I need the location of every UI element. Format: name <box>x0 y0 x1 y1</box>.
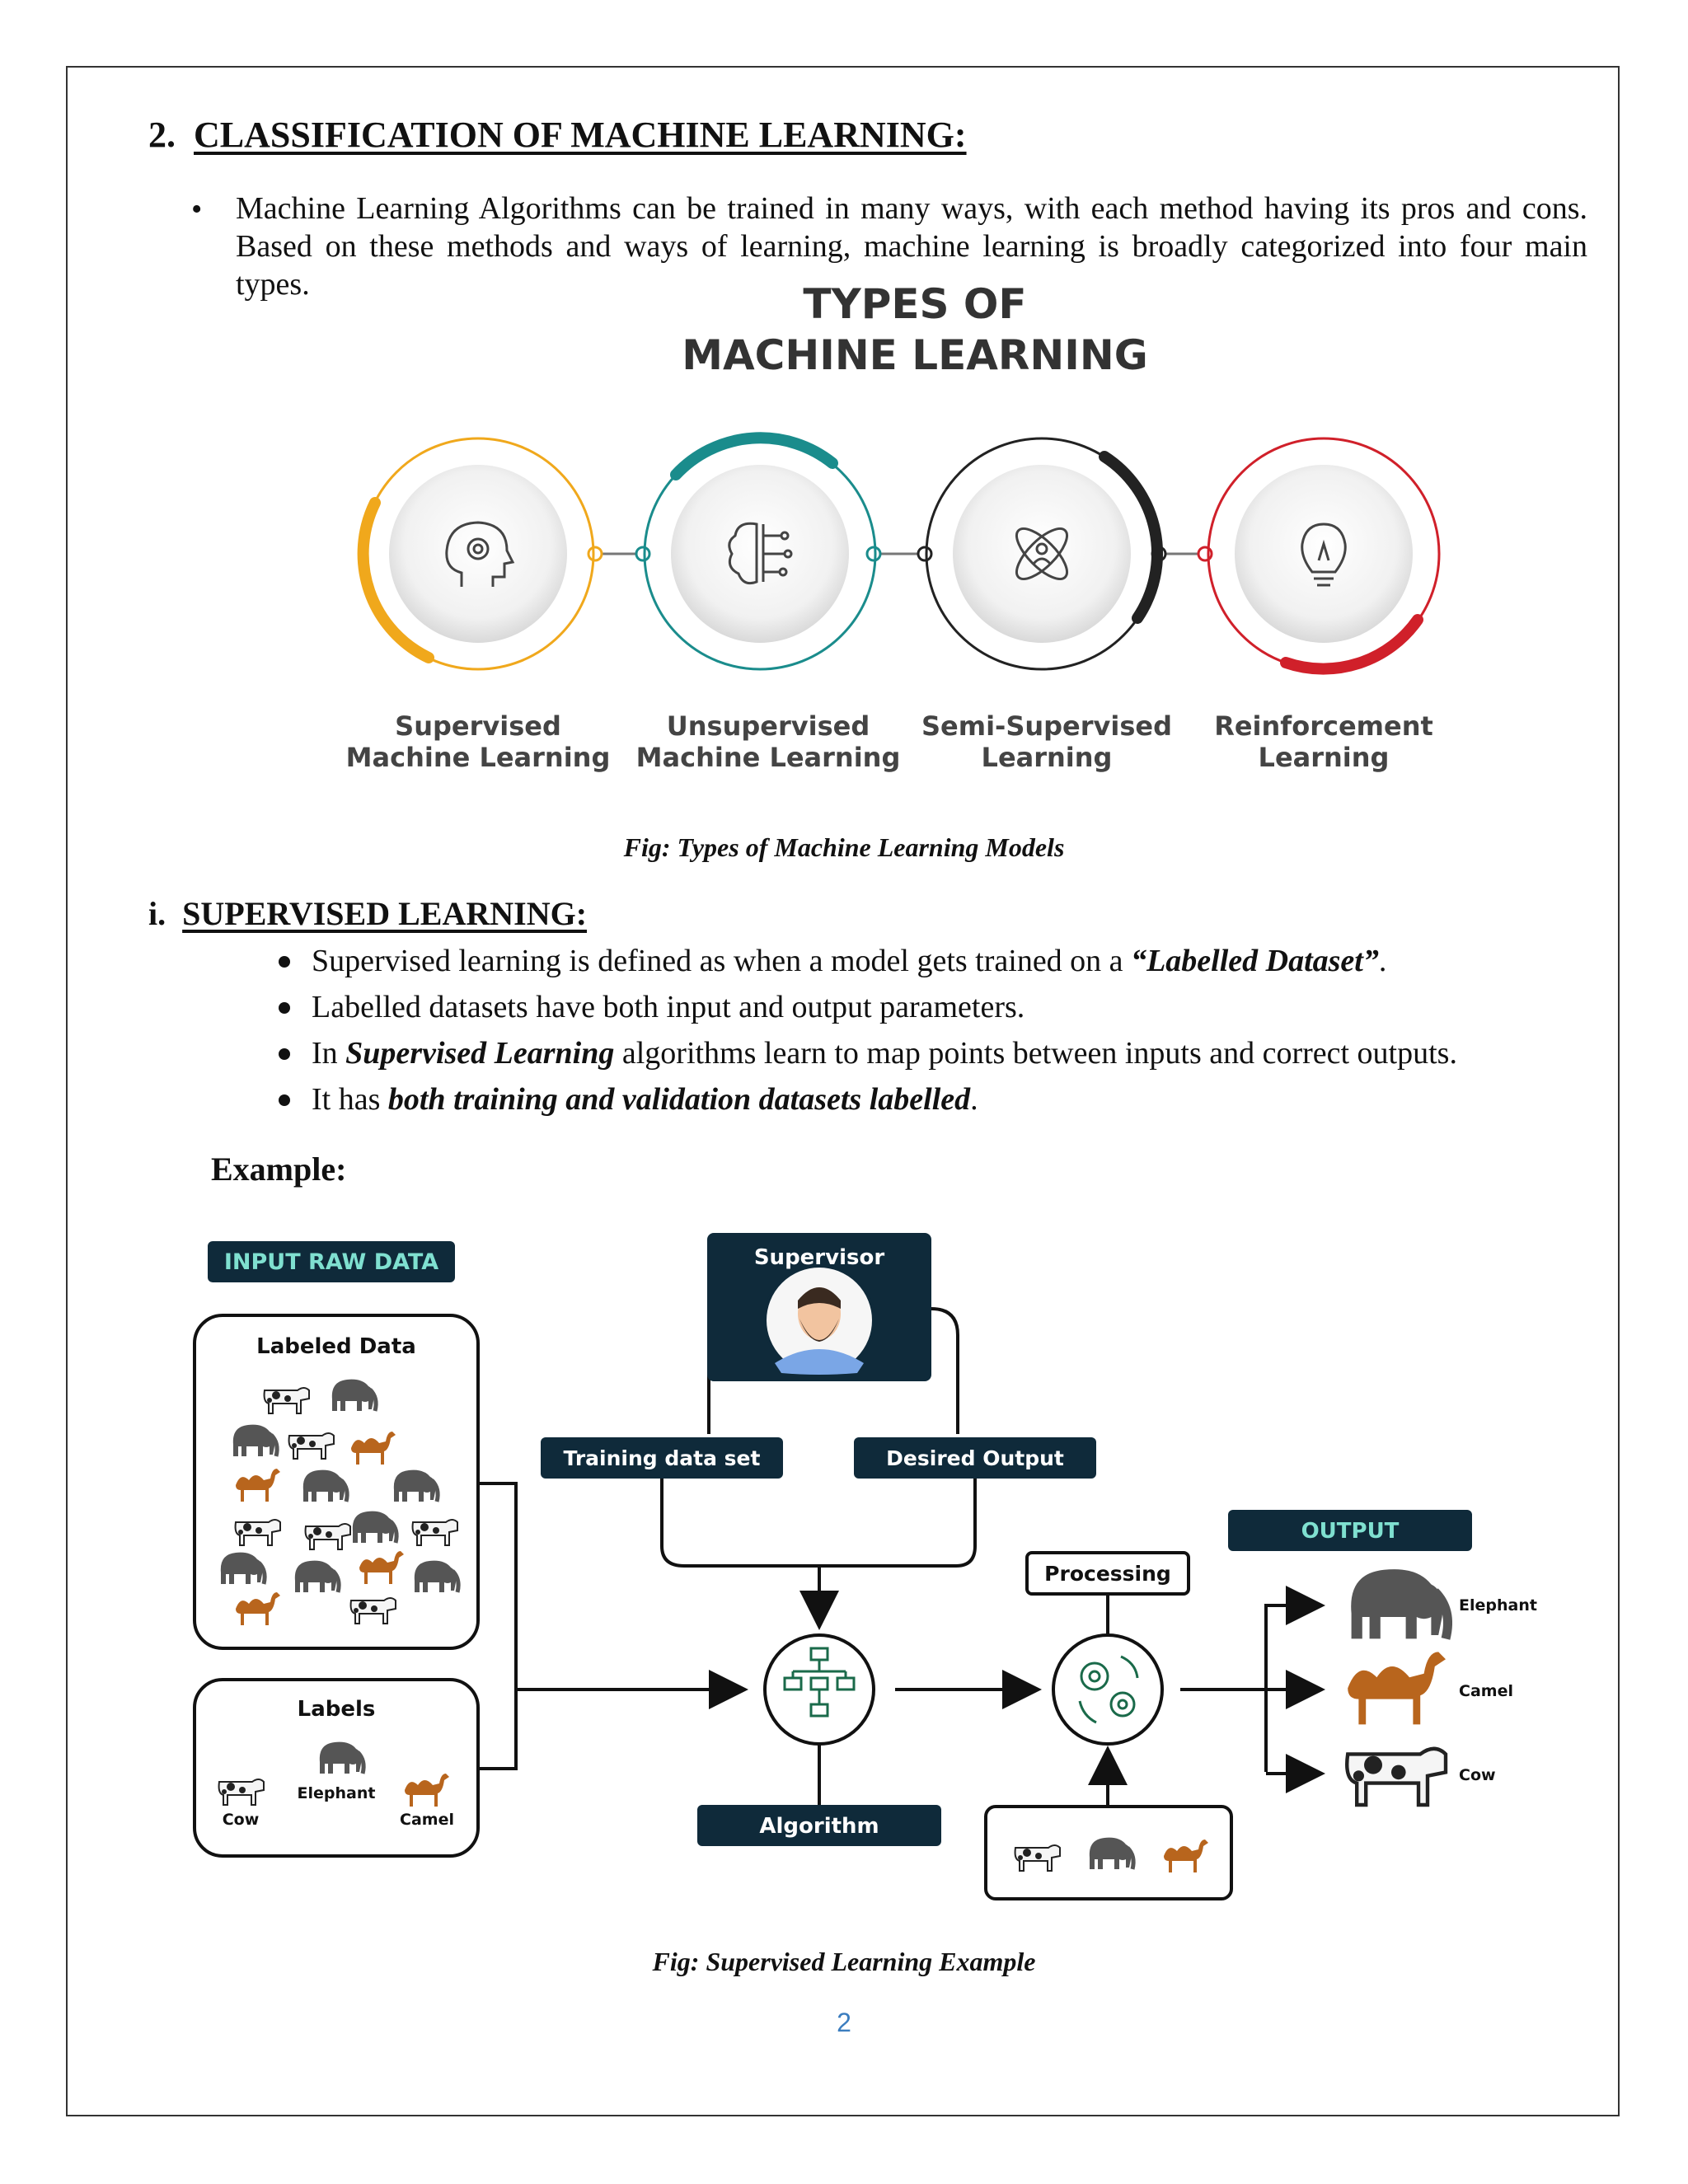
svg-text:Cow: Cow <box>1459 1766 1496 1784</box>
type-circle-supervised <box>357 437 595 671</box>
subsection-heading: i. SUPERVISED LEARNING: <box>148 894 587 933</box>
lightbulb-icon <box>1301 523 1347 587</box>
figure1-caption: Fig: Types of Machine Learning Models <box>623 832 1065 862</box>
label-elephant: Elephant <box>298 1784 376 1802</box>
type-label-line1: Reinforcement <box>1214 710 1433 742</box>
svg-text:Processing: Processing <box>1044 1562 1171 1586</box>
page-border <box>66 66 1620 2116</box>
figure1-title-line2: MACHINE LEARNING <box>682 331 1148 379</box>
connector-dot <box>865 546 882 562</box>
algorithm-badge: Algorithm <box>697 1805 941 1846</box>
figure1-title: TYPES OF MACHINE LEARNING <box>618 279 1212 381</box>
page-number: 2 <box>837 2008 851 2037</box>
gears-icon <box>1078 1655 1139 1724</box>
example-label: Example: <box>211 1151 347 1188</box>
connector-dot <box>917 546 933 562</box>
svg-text:OUTPUT: OUTPUT <box>1301 1519 1400 1544</box>
type-label-line2: Machine Learning <box>636 742 901 773</box>
connector-dot <box>587 546 603 562</box>
svg-text:Elephant: Elephant <box>1459 1596 1537 1615</box>
label-cow: Cow <box>223 1811 260 1829</box>
figure2-caption: Fig: Supervised Learning Example <box>652 1947 1036 1976</box>
supervisor-box: Supervisor <box>707 1233 959 1434</box>
type-circle-reinforcement <box>1207 437 1441 675</box>
list-item: Labelled datasets have both input and ou… <box>272 984 1457 1030</box>
type-circle-unsupervised <box>643 432 877 671</box>
type-label-line1: Semi-Supervised <box>921 710 1172 742</box>
section-heading: 2. CLASSIFICATION OF MACHINE LEARNING: <box>148 114 967 156</box>
list-item: In Supervised Learning algorithms learn … <box>272 1030 1457 1076</box>
processing-badge: Processing <box>1025 1551 1190 1596</box>
output-cow: Cow <box>1347 1749 1496 1805</box>
svg-text:Camel: Camel <box>1459 1682 1513 1700</box>
figure1-diagram: Supervised Machine Learning Unsupervised… <box>346 432 1441 773</box>
type-label-line1: Unsupervised <box>667 710 870 742</box>
list-item: It has both training and validation data… <box>272 1076 1457 1122</box>
figure2-diagram: INPUT RAW DATA Labeled Data Labels Eleph… <box>193 1233 1537 1900</box>
subsection-number: i. <box>148 895 166 932</box>
figure1-title-line1: TYPES OF <box>803 280 1027 328</box>
algorithm-node <box>763 1633 875 1746</box>
section-number: 2. <box>148 115 176 155</box>
output-elephant: Elephant <box>1351 1569 1537 1638</box>
output-badge: OUTPUT <box>1228 1510 1472 1551</box>
label-camel: Camel <box>400 1811 454 1829</box>
brain-circuit-icon <box>728 522 793 585</box>
labels-title: Labels <box>298 1697 376 1722</box>
atom-user-icon <box>1015 527 1068 580</box>
svg-text:Training data set: Training data set <box>564 1446 761 1470</box>
input-raw-data-badge: INPUT RAW DATA <box>208 1241 455 1282</box>
svg-text:INPUT RAW DATA: INPUT RAW DATA <box>224 1249 438 1275</box>
type-label-line1: Supervised <box>395 710 561 742</box>
type-circle-semi-supervised <box>925 437 1163 671</box>
type-label-line2: Machine Learning <box>346 742 611 773</box>
desired-output-badge: Desired Output <box>854 1437 1096 1479</box>
svg-text:Algorithm: Algorithm <box>759 1814 879 1839</box>
training-data-set-badge: Training data set <box>541 1437 783 1479</box>
flowchart-icon <box>783 1647 856 1718</box>
test-samples-box <box>984 1805 1233 1900</box>
head-gear-icon <box>445 521 515 587</box>
labeled-data-title: Labeled Data <box>256 1334 416 1359</box>
labeled-data-box: Labeled Data <box>193 1314 480 1650</box>
bullet-marker: • <box>191 192 203 227</box>
svg-text:Desired Output: Desired Output <box>886 1446 1064 1470</box>
output-camel: Camel <box>1348 1652 1513 1725</box>
processing-node <box>1052 1633 1164 1746</box>
supervisor-avatar <box>763 1264 875 1376</box>
type-label-line2: Learning <box>982 742 1113 773</box>
connector-dot <box>635 546 651 562</box>
list-item: Supervised learning is defined as when a… <box>272 938 1457 984</box>
section-title: CLASSIFICATION OF MACHINE LEARNING: <box>194 115 967 155</box>
type-label-line2: Learning <box>1259 742 1390 773</box>
supervised-bullet-list: Supervised learning is defined as when a… <box>272 938 1457 1122</box>
intro-paragraph: Machine Learning Algorithms can be train… <box>236 191 1587 302</box>
subsection-title: SUPERVISED LEARNING: <box>182 895 588 932</box>
labels-box: Labels Elephant Cow Camel <box>193 1678 480 1858</box>
